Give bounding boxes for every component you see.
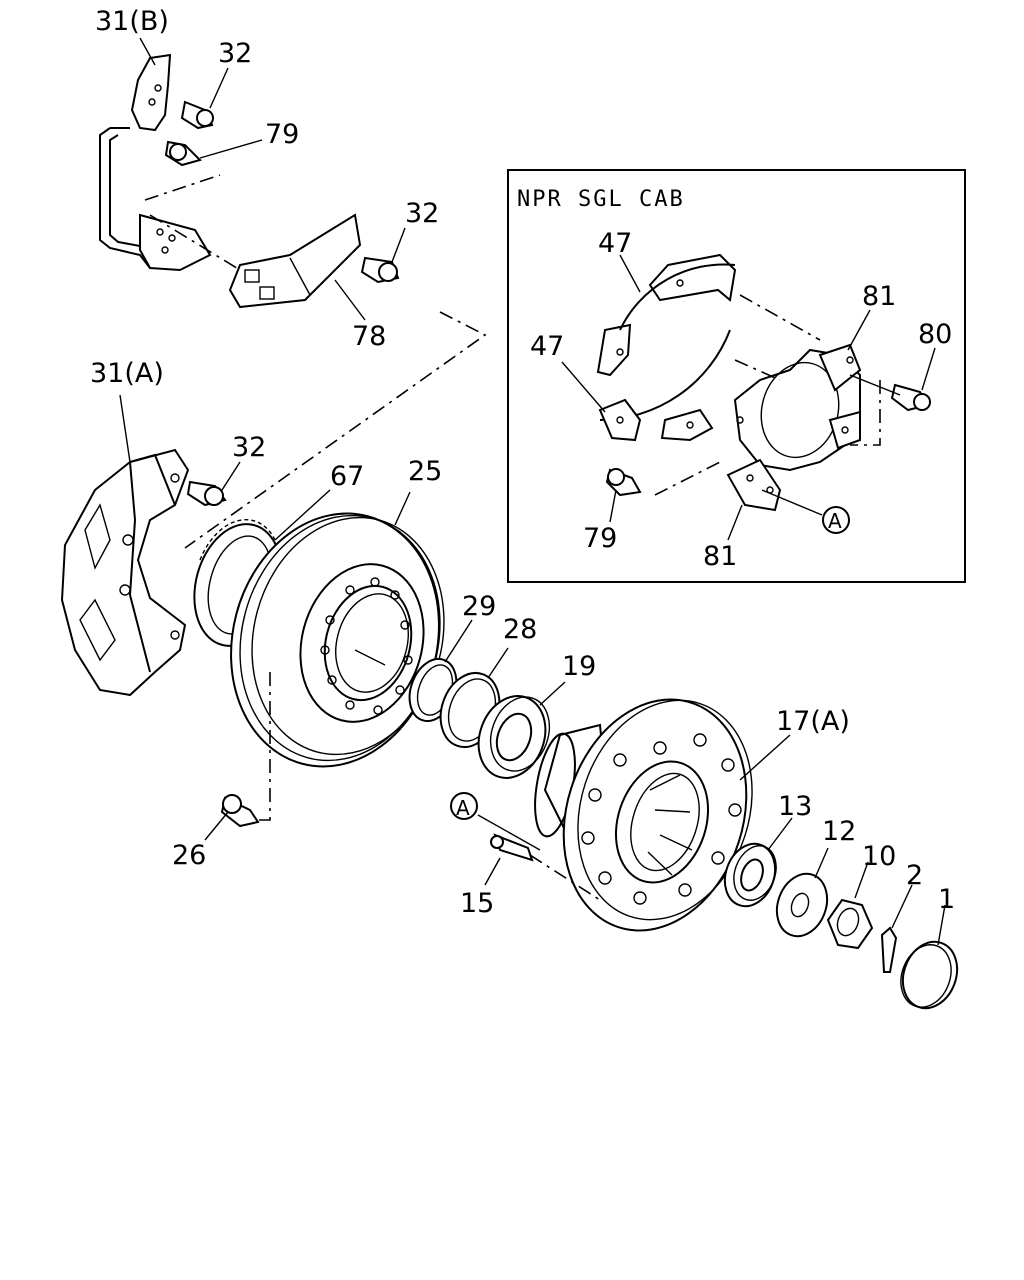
inset-npr-sgl-cab bbox=[507, 169, 966, 583]
cotter-pin-2 bbox=[880, 926, 898, 973]
bolt-79-upper bbox=[164, 140, 202, 167]
castle-nut-10 bbox=[826, 898, 874, 950]
label-13: 13 bbox=[778, 791, 812, 822]
inset-title: NPR SGL CAB bbox=[517, 187, 685, 212]
label-10: 10 bbox=[862, 841, 896, 872]
label-2: 2 bbox=[906, 860, 923, 891]
bolt-32-mid bbox=[360, 256, 400, 284]
label-28: 28 bbox=[503, 614, 537, 645]
dust-cover-31a bbox=[60, 448, 190, 697]
label-31a: 31(A) bbox=[90, 358, 164, 389]
label-26: 26 bbox=[172, 840, 206, 871]
bearing-19 bbox=[477, 695, 551, 779]
dust-cover-31b bbox=[99, 53, 362, 309]
label-47-top: 47 bbox=[598, 228, 632, 259]
label-29: 29 bbox=[462, 591, 496, 622]
wheel-hub-17a bbox=[534, 698, 753, 932]
label-79-inset: 79 bbox=[583, 523, 617, 554]
label-19: 19 bbox=[562, 651, 596, 682]
label-ref-a-inset: A bbox=[828, 509, 842, 533]
washer-12 bbox=[775, 872, 829, 938]
grease-cap-1 bbox=[900, 940, 959, 1010]
brake-rotor-25 bbox=[230, 512, 445, 768]
label-47-left: 47 bbox=[530, 331, 564, 362]
label-ref-a-main: A bbox=[456, 796, 470, 820]
label-32-lower: 32 bbox=[232, 432, 266, 463]
wheel-stud-15 bbox=[490, 833, 601, 901]
reference-marker-a bbox=[450, 792, 478, 820]
label-67: 67 bbox=[330, 461, 364, 492]
label-12: 12 bbox=[822, 816, 856, 847]
bearing-13 bbox=[723, 842, 777, 908]
label-32-mid: 32 bbox=[405, 198, 439, 229]
bolt-26 bbox=[220, 794, 260, 828]
label-80: 80 bbox=[918, 319, 952, 350]
bolt-32-lower bbox=[186, 480, 227, 507]
label-79-top: 79 bbox=[265, 119, 299, 150]
label-1: 1 bbox=[938, 884, 955, 915]
label-81-bottom: 81 bbox=[703, 541, 737, 572]
label-32-top: 32 bbox=[218, 38, 252, 69]
label-81-top: 81 bbox=[862, 281, 896, 312]
label-25: 25 bbox=[408, 456, 442, 487]
label-78: 78 bbox=[352, 321, 386, 352]
label-17a: 17(A) bbox=[776, 706, 850, 737]
label-15: 15 bbox=[460, 888, 494, 919]
bolt-32-upper bbox=[180, 100, 214, 130]
label-31b: 31(B) bbox=[95, 6, 169, 37]
